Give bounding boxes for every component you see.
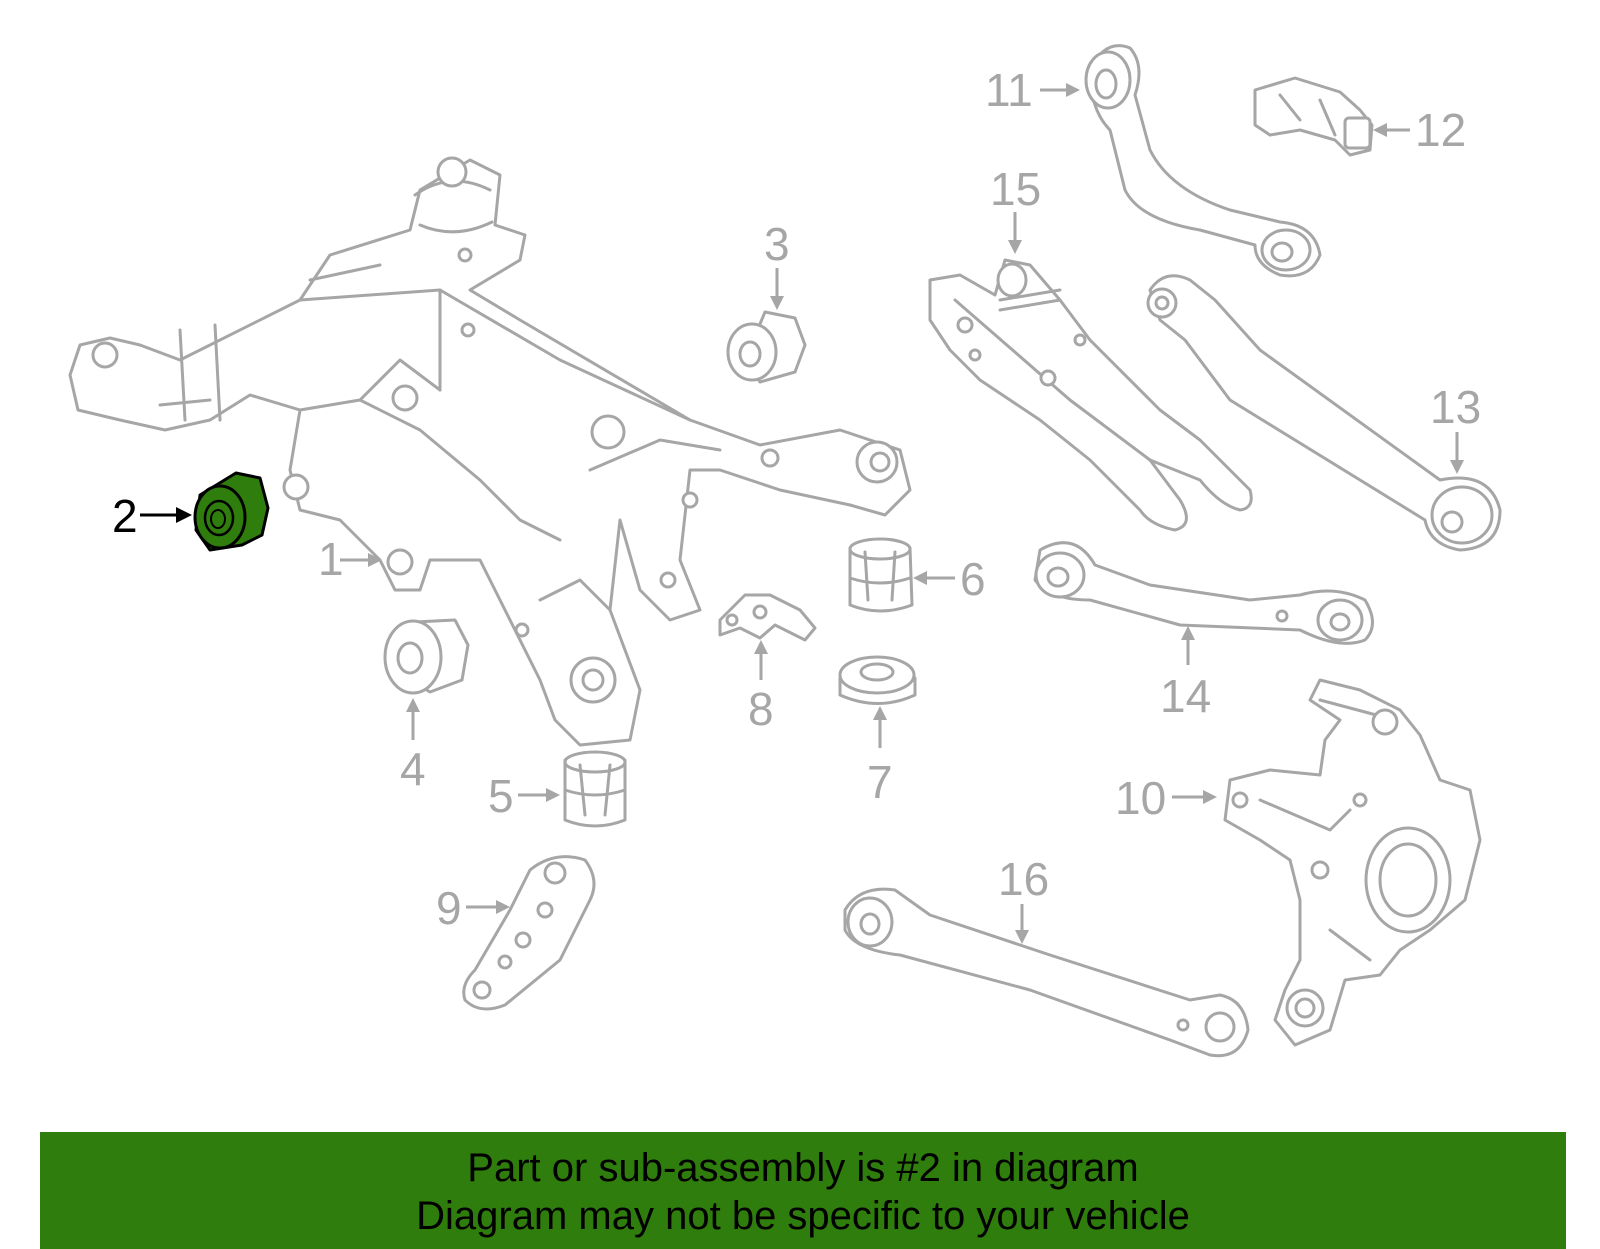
callout-number: 14 <box>1160 670 1211 722</box>
bushing-part-2[interactable] <box>193 471 270 552</box>
mount-part-5[interactable] <box>563 750 627 828</box>
callout-number: 1 <box>318 533 344 585</box>
callout-9: 9 <box>436 882 510 934</box>
link-plate-part-9[interactable] <box>462 855 596 1011</box>
callout-14: 14 <box>1160 626 1211 722</box>
callout-number: 13 <box>1430 381 1481 433</box>
bracket-part-12[interactable] <box>1253 76 1374 157</box>
callout-15: 15 <box>990 163 1041 254</box>
callout-number: 9 <box>436 882 462 934</box>
callout-number: 10 <box>1115 772 1166 824</box>
callout-number: 2 <box>112 490 138 542</box>
link-part-14[interactable] <box>1033 541 1374 645</box>
callout-16: 16 <box>998 853 1049 944</box>
banner-line-2: Diagram may not be specific to your vehi… <box>416 1194 1190 1238</box>
callout-1: 1 <box>318 533 382 585</box>
callout-12: 12 <box>1373 104 1466 156</box>
bushing-part-4[interactable] <box>383 618 470 695</box>
callout-number: 12 <box>1415 104 1466 156</box>
callout-number: 7 <box>867 756 893 808</box>
callout-number: 11 <box>985 64 1033 116</box>
callout-number: 3 <box>764 218 790 270</box>
bushing-part-3[interactable] <box>726 310 807 384</box>
link-part-16[interactable] <box>843 887 1250 1058</box>
control-arm-part-11[interactable] <box>1084 44 1322 278</box>
callout-10: 10 <box>1115 772 1217 824</box>
callout-number: 8 <box>748 683 774 735</box>
parts-diagram: 1 2 3 4 5 6 7 8 9 10 <box>68 44 1502 1058</box>
banner-line-1: Part or sub-assembly is #2 in diagram <box>467 1146 1139 1190</box>
subframe-part-1[interactable] <box>68 156 912 747</box>
knuckle-part-10[interactable] <box>1223 678 1482 1047</box>
callout-8: 8 <box>748 640 774 735</box>
callout-5: 5 <box>488 770 560 822</box>
mount-part-7[interactable] <box>838 655 917 705</box>
wishbone-part-15[interactable] <box>928 258 1253 532</box>
callout-number: 4 <box>400 743 426 795</box>
callout-4: 4 <box>400 698 426 795</box>
callout-11: 11 <box>985 64 1080 116</box>
callout-2: 2 <box>112 490 192 542</box>
info-banner: Part or sub-assembly is #2 in diagram Di… <box>40 1132 1566 1249</box>
bracket-part-8[interactable] <box>718 593 817 642</box>
mount-part-6[interactable] <box>848 537 914 613</box>
callout-3: 3 <box>764 218 790 310</box>
callout-6: 6 <box>913 553 986 605</box>
callout-13: 13 <box>1430 381 1481 474</box>
callout-7: 7 <box>867 706 893 808</box>
callout-number: 15 <box>990 163 1041 215</box>
callout-number: 5 <box>488 770 514 822</box>
link-part-13[interactable] <box>1146 274 1502 552</box>
callout-number: 6 <box>960 553 986 605</box>
callout-number: 16 <box>998 853 1049 905</box>
